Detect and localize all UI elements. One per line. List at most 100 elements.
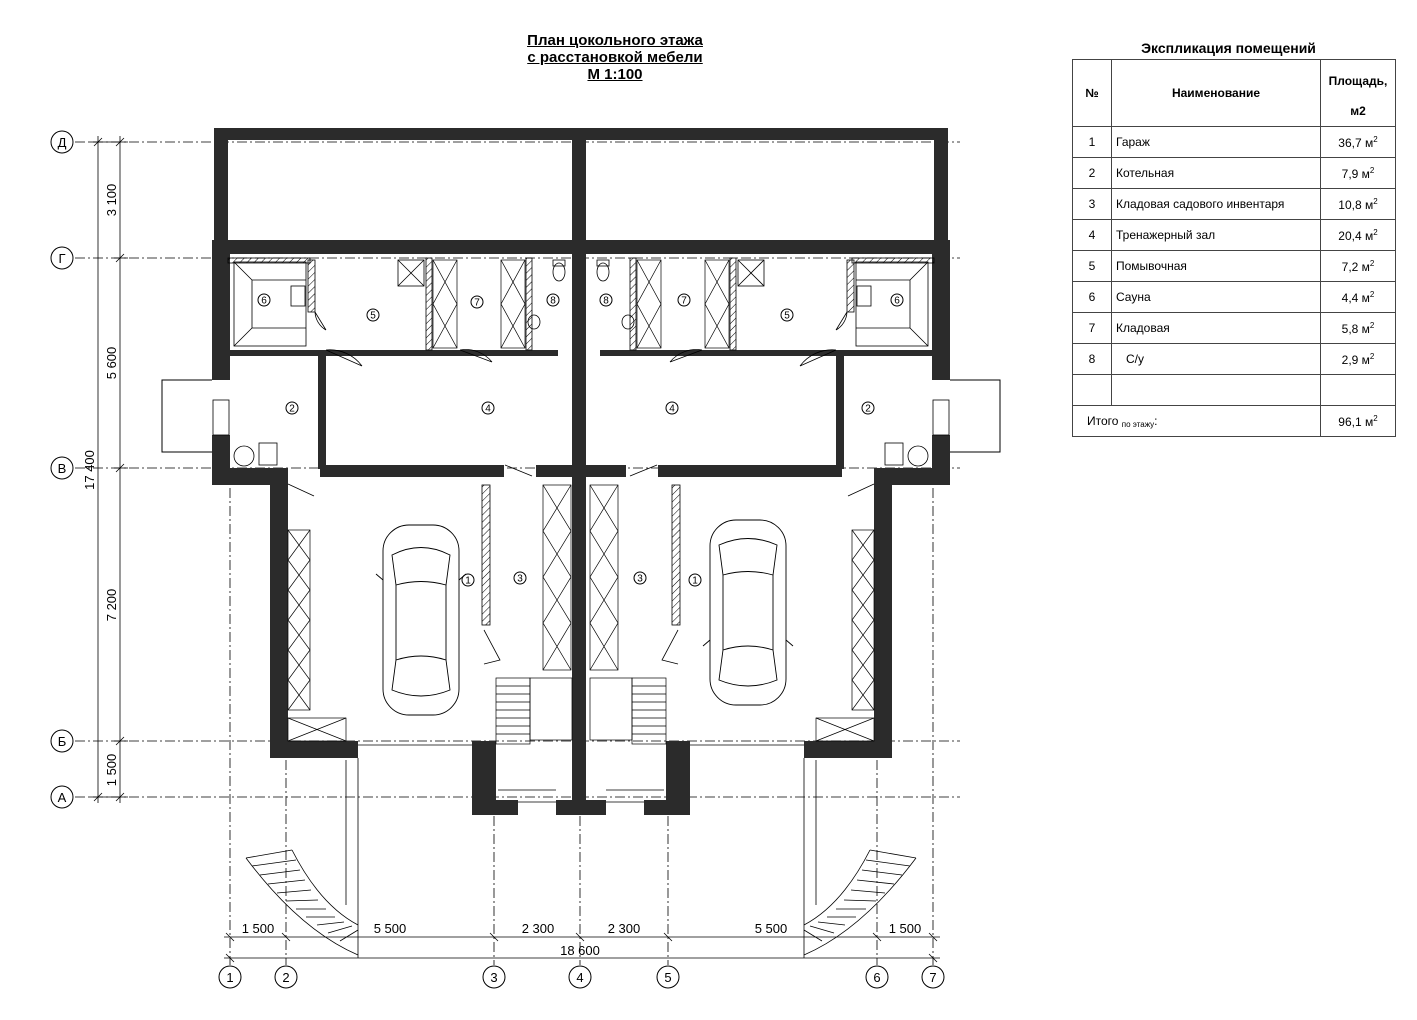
dim-h-2300-left: 2 300 bbox=[522, 921, 555, 936]
room-marker-garden-right: 3 bbox=[637, 574, 643, 585]
title-line-3: М 1:100 bbox=[587, 66, 643, 83]
room-marker-shower-right: 5 bbox=[784, 311, 790, 322]
area-unit-sup: 2 bbox=[1369, 165, 1375, 175]
room-marker-boiler-left: 2 bbox=[289, 404, 295, 415]
row-num: 6 bbox=[1072, 281, 1112, 313]
axis-marker-4 bbox=[568, 965, 592, 989]
wall-boiler-right bbox=[836, 355, 844, 469]
row-area: 7,2 м2 bbox=[1320, 250, 1396, 282]
total-area: 96,1 м2 bbox=[1320, 405, 1396, 437]
dim-v-1500: 1 500 bbox=[104, 754, 119, 787]
area-unit-sup: 2 bbox=[1373, 196, 1378, 206]
wall-gym-left-bottom bbox=[320, 465, 504, 477]
wall-gym-left-top bbox=[228, 350, 558, 356]
room-marker-garage-right: 1 bbox=[692, 576, 698, 587]
area-unit-sup: 2 bbox=[1373, 413, 1378, 423]
table-row-total: Итого по этажу: 96,1 м2 bbox=[1072, 405, 1396, 437]
wall-garage-front-right bbox=[804, 741, 892, 758]
total-label-text: Итого bbox=[1087, 413, 1119, 428]
row-num: 5 bbox=[1072, 250, 1112, 282]
row-num: 1 bbox=[1072, 126, 1112, 158]
wall-left-mid bbox=[212, 240, 230, 380]
axis-marker-7 bbox=[921, 965, 945, 989]
header-name: Наименование bbox=[1111, 59, 1321, 127]
axis-label-2: 2 bbox=[282, 970, 289, 985]
vertical-dimensions: 3 100 5 600 7 200 1 500 17 400 bbox=[82, 136, 128, 803]
row-axis-markers: Д Г В Б А bbox=[50, 130, 74, 809]
plan-title: План цокольного этажа с расстановкой меб… bbox=[440, 32, 790, 83]
row-num: 4 bbox=[1072, 219, 1112, 251]
partition-sauna-right bbox=[846, 259, 855, 313]
axis-marker-2 bbox=[274, 965, 298, 989]
row-name: Гараж bbox=[1111, 126, 1321, 158]
window-left bbox=[212, 399, 230, 436]
header-num: № bbox=[1072, 59, 1112, 127]
partition-shower-left bbox=[425, 257, 433, 351]
axis-marker-g bbox=[50, 246, 74, 270]
dim-v-7200: 7 200 bbox=[104, 589, 119, 622]
axis-label-5: 5 bbox=[664, 970, 671, 985]
wall-storage-top bbox=[536, 465, 626, 477]
partition-storage-left bbox=[481, 484, 491, 626]
wall-left-upper bbox=[214, 128, 228, 256]
row-name: Помывочная bbox=[1111, 250, 1321, 282]
room-markers: 6 5 7 8 8 7 5 6 2 4 4 2 1 3 3 1 bbox=[257, 293, 904, 587]
window-pit-right bbox=[950, 379, 1001, 453]
shelving bbox=[287, 259, 875, 742]
axis-label-g: Г bbox=[58, 251, 65, 266]
partition-sauna-top-left bbox=[227, 257, 311, 264]
row-num: 2 bbox=[1072, 157, 1112, 189]
room-marker-wc-left: 8 bbox=[550, 296, 556, 307]
axis-label-b: Б bbox=[58, 734, 67, 749]
row-area-value: 36,7 м bbox=[1338, 135, 1374, 150]
area-unit-sup: 2 bbox=[1369, 258, 1375, 268]
window-right bbox=[932, 399, 950, 436]
explication-header-row: № Наименование Площадь,м2 bbox=[1072, 59, 1396, 127]
room-marker-boiler-right: 2 bbox=[865, 404, 871, 415]
area-unit-sup: 2 bbox=[1373, 227, 1378, 237]
row-area-value: 7,2 м bbox=[1341, 259, 1370, 274]
axis-label-7: 7 bbox=[929, 970, 936, 985]
row-name: Сауна bbox=[1111, 281, 1321, 313]
axis-marker-1 bbox=[218, 965, 242, 989]
wall-right-mid bbox=[932, 240, 950, 380]
wall-garage-left bbox=[270, 468, 288, 758]
hatched-partitions bbox=[227, 257, 935, 626]
row-name: С/у bbox=[1111, 343, 1321, 375]
car-right bbox=[702, 519, 794, 706]
explication-title: Экспликация помещений bbox=[1141, 40, 1316, 56]
wall-entry-mid bbox=[556, 800, 606, 815]
dim-h-1500-left: 1 500 bbox=[242, 921, 275, 936]
row-name: Котельная bbox=[1111, 157, 1321, 189]
partition-wc-left bbox=[525, 257, 533, 351]
axis-label-a: А bbox=[58, 790, 67, 805]
title-line-1: План цокольного этажа bbox=[527, 32, 703, 49]
axis-marker-5 bbox=[656, 965, 680, 989]
row-area: 10,8 м2 bbox=[1320, 188, 1396, 220]
title-line-2: с расстановкой мебели bbox=[527, 49, 703, 66]
row-num: 7 bbox=[1072, 312, 1112, 344]
row-area-value: 2,9 м bbox=[1341, 352, 1370, 367]
row-name: Кладовая садового инвентаря bbox=[1111, 188, 1321, 220]
partition-storage-right bbox=[671, 484, 681, 626]
area-unit-sup: 2 bbox=[1369, 289, 1375, 299]
room-marker-gym-left: 4 bbox=[485, 404, 491, 415]
wall-garage-front-left bbox=[270, 741, 358, 758]
grid-axes bbox=[75, 141, 960, 965]
room-marker-garden-left: 3 bbox=[517, 574, 523, 585]
row-name: Кладовая bbox=[1111, 312, 1321, 344]
wall-entry-right bbox=[644, 800, 690, 815]
room-marker-garage-left: 1 bbox=[465, 576, 471, 587]
dim-h-1500-right: 1 500 bbox=[889, 921, 922, 936]
table-row-empty bbox=[1072, 374, 1396, 406]
wall-right-upper bbox=[934, 128, 948, 256]
horizontal-dimensions: 1 500 5 500 2 300 2 300 5 500 1 500 18 6… bbox=[224, 921, 940, 963]
area-unit-sup: 2 bbox=[1369, 351, 1375, 361]
axis-label-d: Д bbox=[58, 135, 67, 150]
stairs bbox=[495, 677, 667, 803]
